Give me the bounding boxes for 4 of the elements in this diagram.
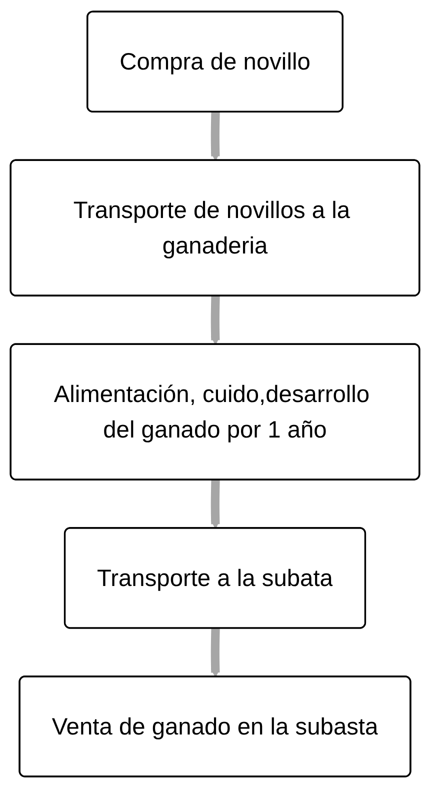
arrow	[210, 112, 220, 161]
arrow	[210, 296, 220, 345]
arrow	[210, 480, 220, 529]
arrow	[210, 628, 220, 678]
